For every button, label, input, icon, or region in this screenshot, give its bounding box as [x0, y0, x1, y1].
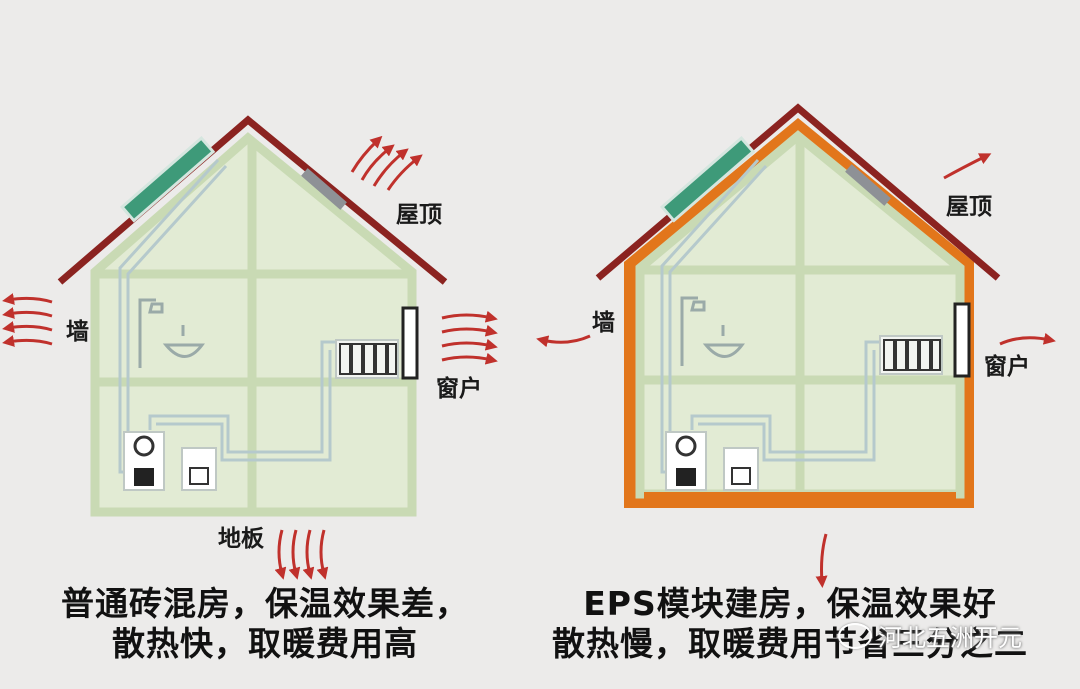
right-window: [953, 302, 971, 378]
right-boiler: [665, 431, 759, 491]
left-skylight: [301, 168, 347, 210]
left-roof-heat-arrows: [350, 135, 423, 191]
right-skylight: [845, 164, 891, 206]
left-roof: [57, 115, 448, 285]
right-house: [536, 103, 1056, 588]
right-caption-line2: 散热慢，取暖费用节省三分之二: [552, 623, 1028, 663]
left-window-heat-arrows: [441, 310, 498, 365]
right-window-heat-arrow: [999, 332, 1056, 346]
left-floor-label: 地板: [218, 526, 264, 552]
right-bathroom-fixtures: [680, 296, 745, 366]
right-house-frame: [640, 138, 960, 494]
right-radiator: [879, 335, 943, 375]
left-radiator: [335, 339, 399, 379]
left-caption-line1: 普通砖混房，保温效果差，: [61, 584, 469, 623]
right-wall-heat-arrow: [536, 334, 591, 348]
left-floor-heat-arrows: [274, 529, 329, 580]
left-bathroom-fixtures: [138, 298, 205, 368]
left-wall-heat-arrows: [2, 293, 53, 347]
left-roof-label: 屋顶: [396, 202, 442, 228]
right-roof: [595, 103, 1001, 281]
right-window-label: 窗户: [984, 354, 1030, 380]
left-pipes: [118, 158, 336, 474]
left-window-label: 窗户: [436, 376, 482, 402]
left-solar-panel: [119, 135, 216, 223]
left-house: [2, 115, 498, 580]
left-caption: 普通砖混房，保温效果差， 散热快，取暖费用高: [30, 584, 500, 663]
wechat-icon: [838, 622, 872, 649]
right-wall-label: 墙: [592, 310, 615, 336]
right-floor-insulation: [644, 492, 956, 500]
right-roof-label: 屋顶: [946, 194, 992, 220]
left-window: [401, 306, 419, 380]
watermark-text: 河北五洲开元: [878, 624, 1022, 652]
right-roof-heat-arrow: [943, 153, 992, 180]
right-caption-line1: EPS模块建房，保温效果好: [583, 584, 997, 623]
right-floor-heat-arrow: [815, 533, 828, 588]
left-house-frame: [95, 140, 412, 512]
right-solar-panel: [659, 135, 756, 223]
left-wall-label: 墙: [66, 319, 89, 345]
left-caption-line2: 散热快，取暖费用高: [112, 623, 418, 663]
left-boiler: [123, 431, 217, 491]
watermark: 河北五洲开元: [838, 618, 1022, 653]
right-caption: EPS模块建房，保温效果好 散热慢，取暖费用节省三分之二: [510, 584, 1070, 663]
